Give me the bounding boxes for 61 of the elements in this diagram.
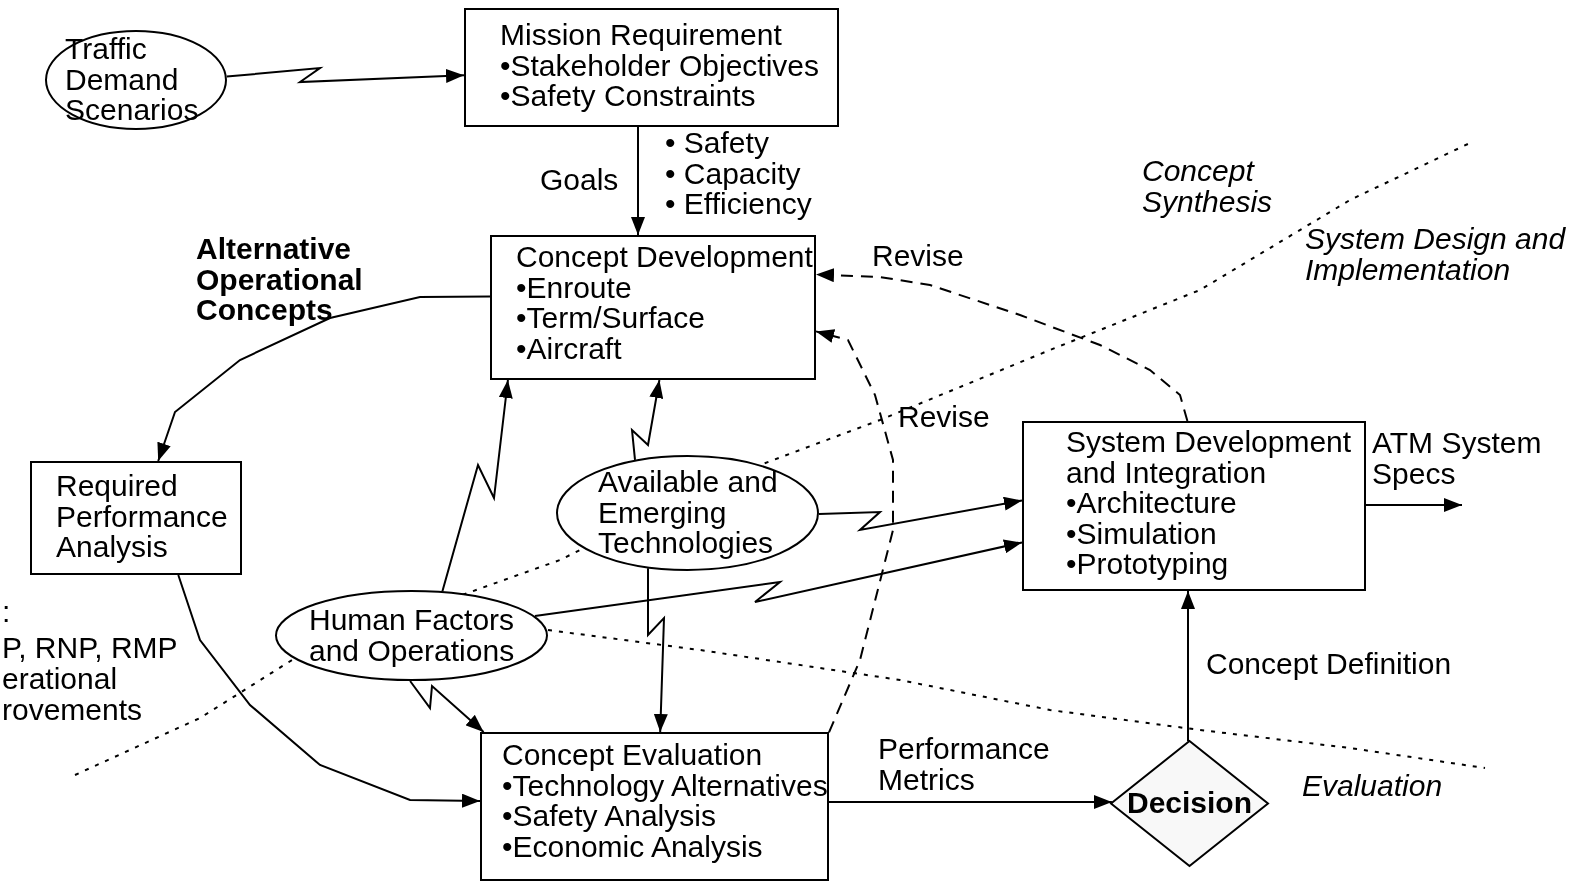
ellipse-node <box>275 590 548 681</box>
bullet-item: •Stakeholder Objectives <box>500 50 819 82</box>
bullet-item: •Technology Alternatives <box>502 770 829 802</box>
process-box <box>480 732 829 881</box>
node-title: Concept Evaluation <box>502 740 764 771</box>
node-title: System Development and Integration <box>1066 427 1353 489</box>
arrow <box>177 574 481 808</box>
bullet-item: •Economic Analysis <box>502 831 764 863</box>
arrow <box>157 295 491 462</box>
node-label: Decision <box>1126 788 1252 819</box>
arrow <box>1365 498 1463 512</box>
node-label: Traffic Demand Scenarios <box>65 34 200 126</box>
arrow <box>630 379 664 461</box>
edge-label: Revise <box>898 402 990 433</box>
process-box <box>464 8 839 127</box>
decision-diamond <box>1110 740 1269 867</box>
edge-label: Performance Metrics <box>878 734 1051 796</box>
text-label: erational <box>2 664 118 695</box>
text-label: • Safety <box>665 128 769 159</box>
arrow <box>828 795 1113 809</box>
text-label: rovements <box>2 695 143 726</box>
arrow <box>533 539 1023 617</box>
edge-label: ATM System Specs <box>1372 428 1543 490</box>
arrow <box>818 496 1023 532</box>
edge-label: Concept Definition <box>1206 649 1452 680</box>
node-label: Human Factors and Operations <box>309 604 516 667</box>
edge-label: Goals <box>540 165 619 196</box>
region-label: Evaluation <box>1302 771 1443 802</box>
bullet-item: •Safety Constraints <box>500 81 756 112</box>
dashed-arrow <box>815 268 1189 422</box>
arrow <box>225 66 465 84</box>
region-label: System Design and Implementation <box>1305 224 1567 286</box>
bullet-item: •Simulation <box>1066 518 1218 550</box>
arrow <box>441 379 513 593</box>
edge-label: Alternative Operational Concepts <box>196 234 364 326</box>
node-label: Required Performance Analysis <box>56 471 229 563</box>
bullet-item: •Safety Analysis <box>502 801 717 832</box>
ellipse-node <box>556 455 819 571</box>
process-box <box>1022 421 1366 591</box>
edge-label: Revise <box>872 241 964 272</box>
arrow <box>409 680 485 733</box>
node-title: Mission Requirement <box>500 20 782 51</box>
text-label: : <box>2 597 11 628</box>
process-box <box>490 235 816 380</box>
arrow <box>631 126 645 236</box>
text-label: P, RNP, RMP <box>2 633 178 664</box>
bullet-item: •Enroute <box>516 272 632 304</box>
bullet-item: •Term/Surface <box>516 303 705 334</box>
node-title: Concept Development <box>516 242 813 273</box>
arrow <box>1181 590 1195 743</box>
ellipse-node <box>45 30 227 130</box>
arrow <box>647 567 668 733</box>
bullet-item: •Architecture <box>1066 488 1237 519</box>
text-label: • Efficiency <box>665 189 812 220</box>
bullet-item: •Prototyping <box>1066 549 1230 580</box>
text-label: • Capacity <box>665 159 801 190</box>
bullet-item: •Aircraft <box>516 333 622 365</box>
process-box <box>30 461 242 575</box>
region-label: Concept Synthesis <box>1142 156 1274 218</box>
node-label: Available and Emerging Technologies <box>598 467 779 559</box>
dashed-arrow <box>815 329 894 734</box>
